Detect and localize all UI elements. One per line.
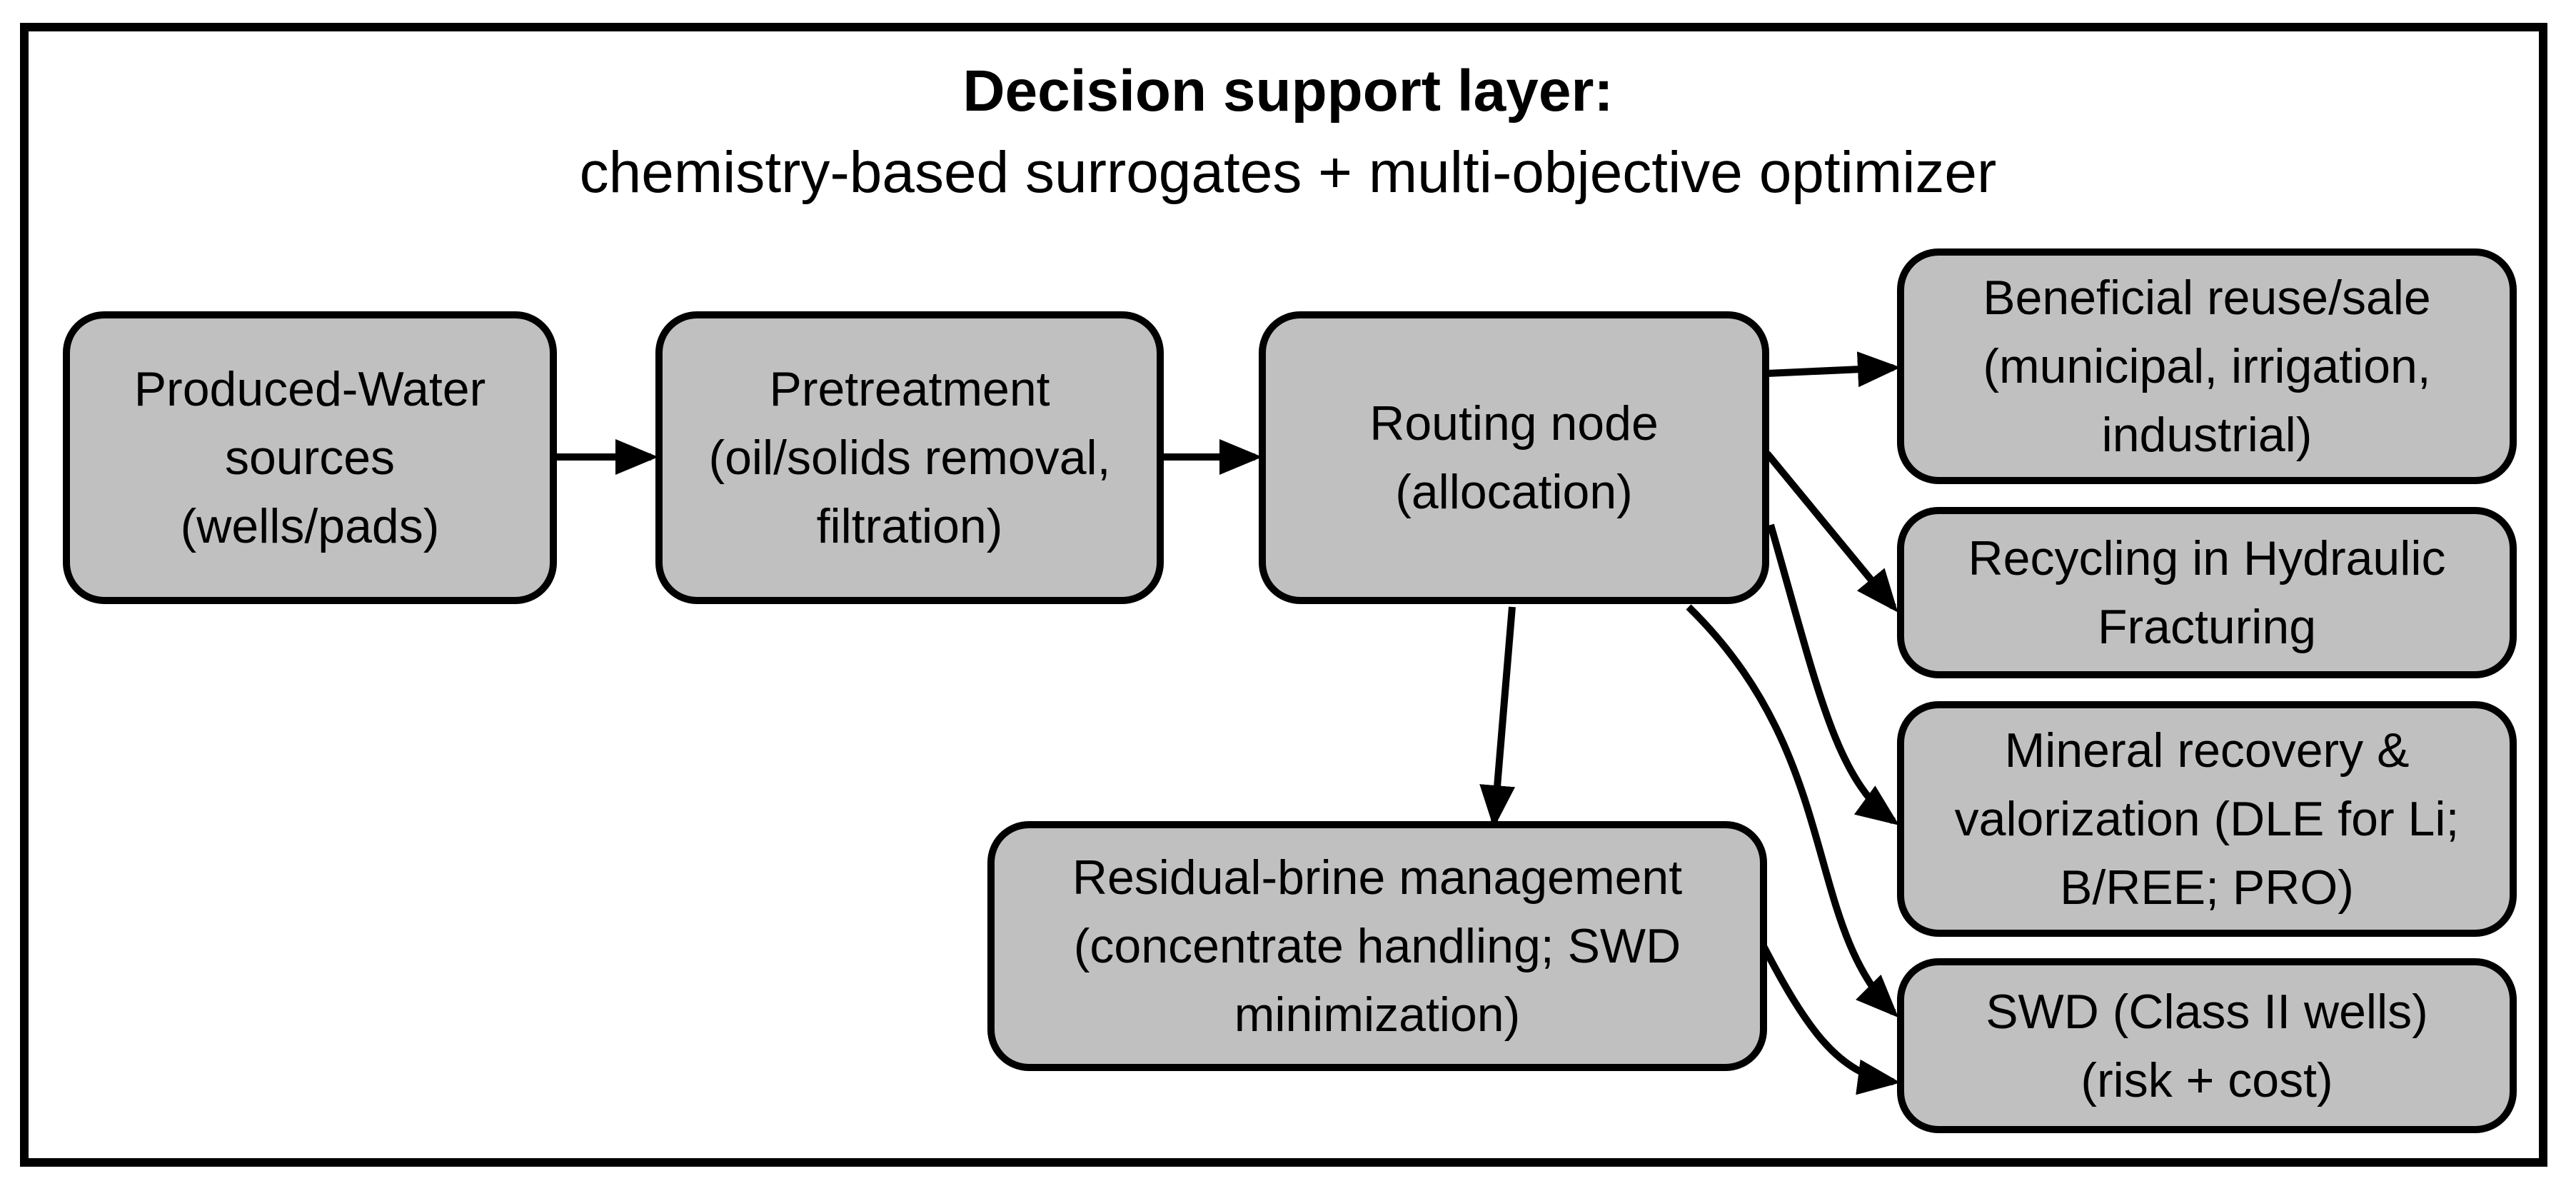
node-swd: SWD (Class II wells) (risk + cost) [1897,958,2517,1133]
node-label-line: minimization) [1234,988,1521,1042]
arrow-routing-to-beneficial-reuse [1766,351,1901,388]
node-label-line: industrial) [2101,408,2313,462]
node-label-line: (oil/solids removal, [708,431,1111,485]
node-label-line: Produced-Water [134,362,486,416]
node-beneficial-reuse: Beneficial reuse/sale (municipal, irriga… [1897,248,2517,484]
node-label-line: (concentrate handling; SWD [1073,919,1681,973]
node-label-line: (municipal, irrigation, [1983,339,2431,393]
node-label-line: (wells/pads) [180,499,440,553]
arrow-routing-to-mineral-recovery [1767,523,1900,825]
node-residual-brine: Residual-brine management (concentrate h… [987,821,1767,1071]
arrow-routing-to-recycling [1764,451,1898,613]
node-label-line: Recycling in Hydraulic [1968,531,2446,586]
node-recycling: Recycling in Hydraulic Fracturing [1897,507,2517,678]
node-label-line: filtration) [816,499,1003,553]
arrow-routing-to-swd [1686,604,1899,1018]
node-label-line: Residual-brine management [1072,850,1683,905]
node-label-line: (risk + cost) [2081,1052,2333,1107]
node-label-line: valorization (DLE for Li; [1954,792,2460,846]
node-label-line: SWD (Class II wells) [1986,984,2428,1039]
node-label-line: B/REE; PRO) [2060,860,2354,915]
node-label-line: Fracturing [2097,600,2317,654]
arrow-routing-to-residual-brine [1479,606,1516,828]
node-label-line: Routing node [1369,396,1659,451]
node-pretreatment: Pretreatment (oil/solids removal, filtra… [655,311,1164,604]
diagram-subtitle: chemistry-based surrogates + multi-objec… [579,140,1997,205]
diagram-title: Decision support layer: [962,59,1614,124]
node-routing: Routing node (allocation) [1259,311,1769,604]
node-label-line: Beneficial reuse/sale [1983,271,2431,325]
node-label-line: sources [224,431,396,485]
arrow-residual-brine-to-swd [1760,944,1901,1095]
node-mineral-recovery: Mineral recovery & valorization (DLE for… [1897,701,2517,937]
node-label-line: Mineral recovery & [2004,723,2410,778]
node-label-line: (allocation) [1395,465,1633,519]
node-label-line: Pretreatment [769,362,1050,416]
node-produced-water-sources: Produced-Water sources (wells/pads) [63,311,557,604]
